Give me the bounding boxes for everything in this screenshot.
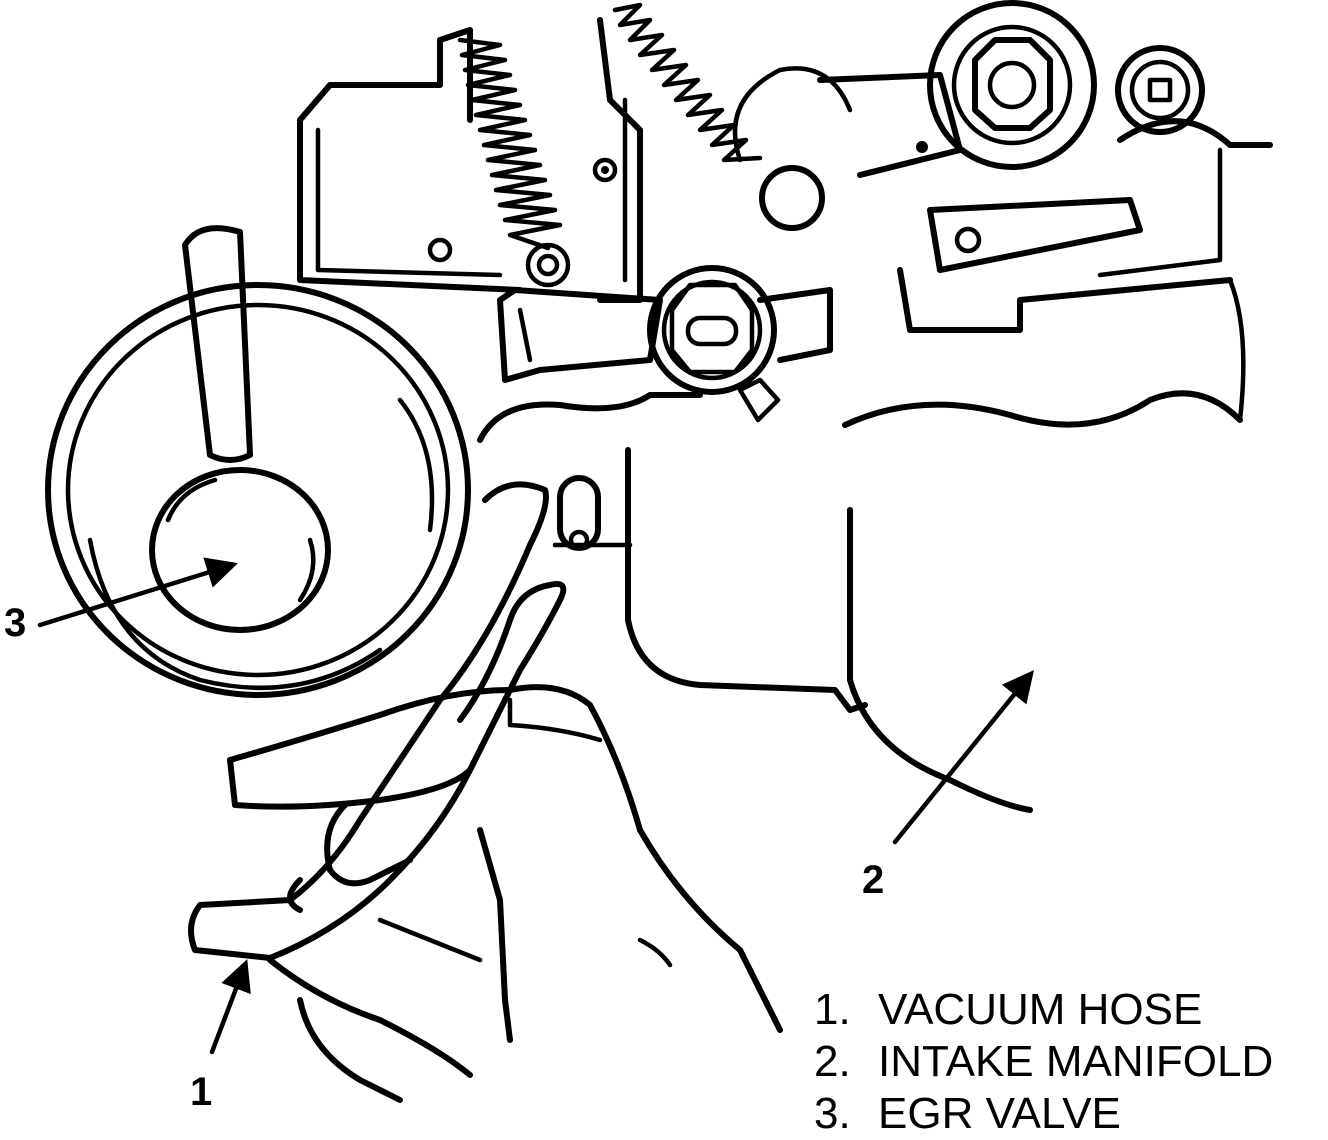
intake-manifold [477, 390, 1243, 813]
vacuum-hose-arrow [209, 959, 251, 1055]
legend-label: EGR VALVE [878, 1089, 1121, 1138]
hand-holding-hose [227, 684, 783, 1103]
sensor-assembly [817, 0, 1273, 423]
legend-number: 1. [814, 985, 851, 1034]
throttle-return-spring [457, 37, 571, 288]
legend-number: 3. [814, 1089, 851, 1138]
legend-item-vacuum-hose: 1. VACUUM HOSE [814, 984, 1273, 1036]
legend-item-intake-manifold: 2. INTAKE MANIFOLD [814, 1036, 1273, 1088]
vacuum-hose [188, 481, 567, 961]
legend-label: VACUUM HOSE [878, 985, 1203, 1034]
intake-manifold-arrow [892, 670, 1034, 845]
egr-valve-body [45, 225, 471, 698]
egr-valve-arrow [37, 557, 239, 628]
callout-arrows [37, 557, 1034, 1055]
legend: 1. VACUUM HOSE 2. INTAKE MANIFOLD 3. EGR… [814, 984, 1273, 1140]
legend-number: 2. [814, 1037, 851, 1086]
callout-intake-manifold: 2 [862, 858, 885, 902]
throttle-linkage-bracket [297, 17, 643, 303]
callout-vacuum-hose: 1 [190, 1070, 213, 1114]
throttle-lever [497, 66, 853, 383]
legend-item-egr-valve: 3. EGR VALVE [814, 1088, 1273, 1140]
legend-label: INTAKE MANIFOLD [878, 1037, 1274, 1086]
secondary-spring [612, 2, 763, 163]
throttle-shaft-nut [647, 265, 781, 423]
callout-egr-valve: 3 [4, 601, 27, 645]
